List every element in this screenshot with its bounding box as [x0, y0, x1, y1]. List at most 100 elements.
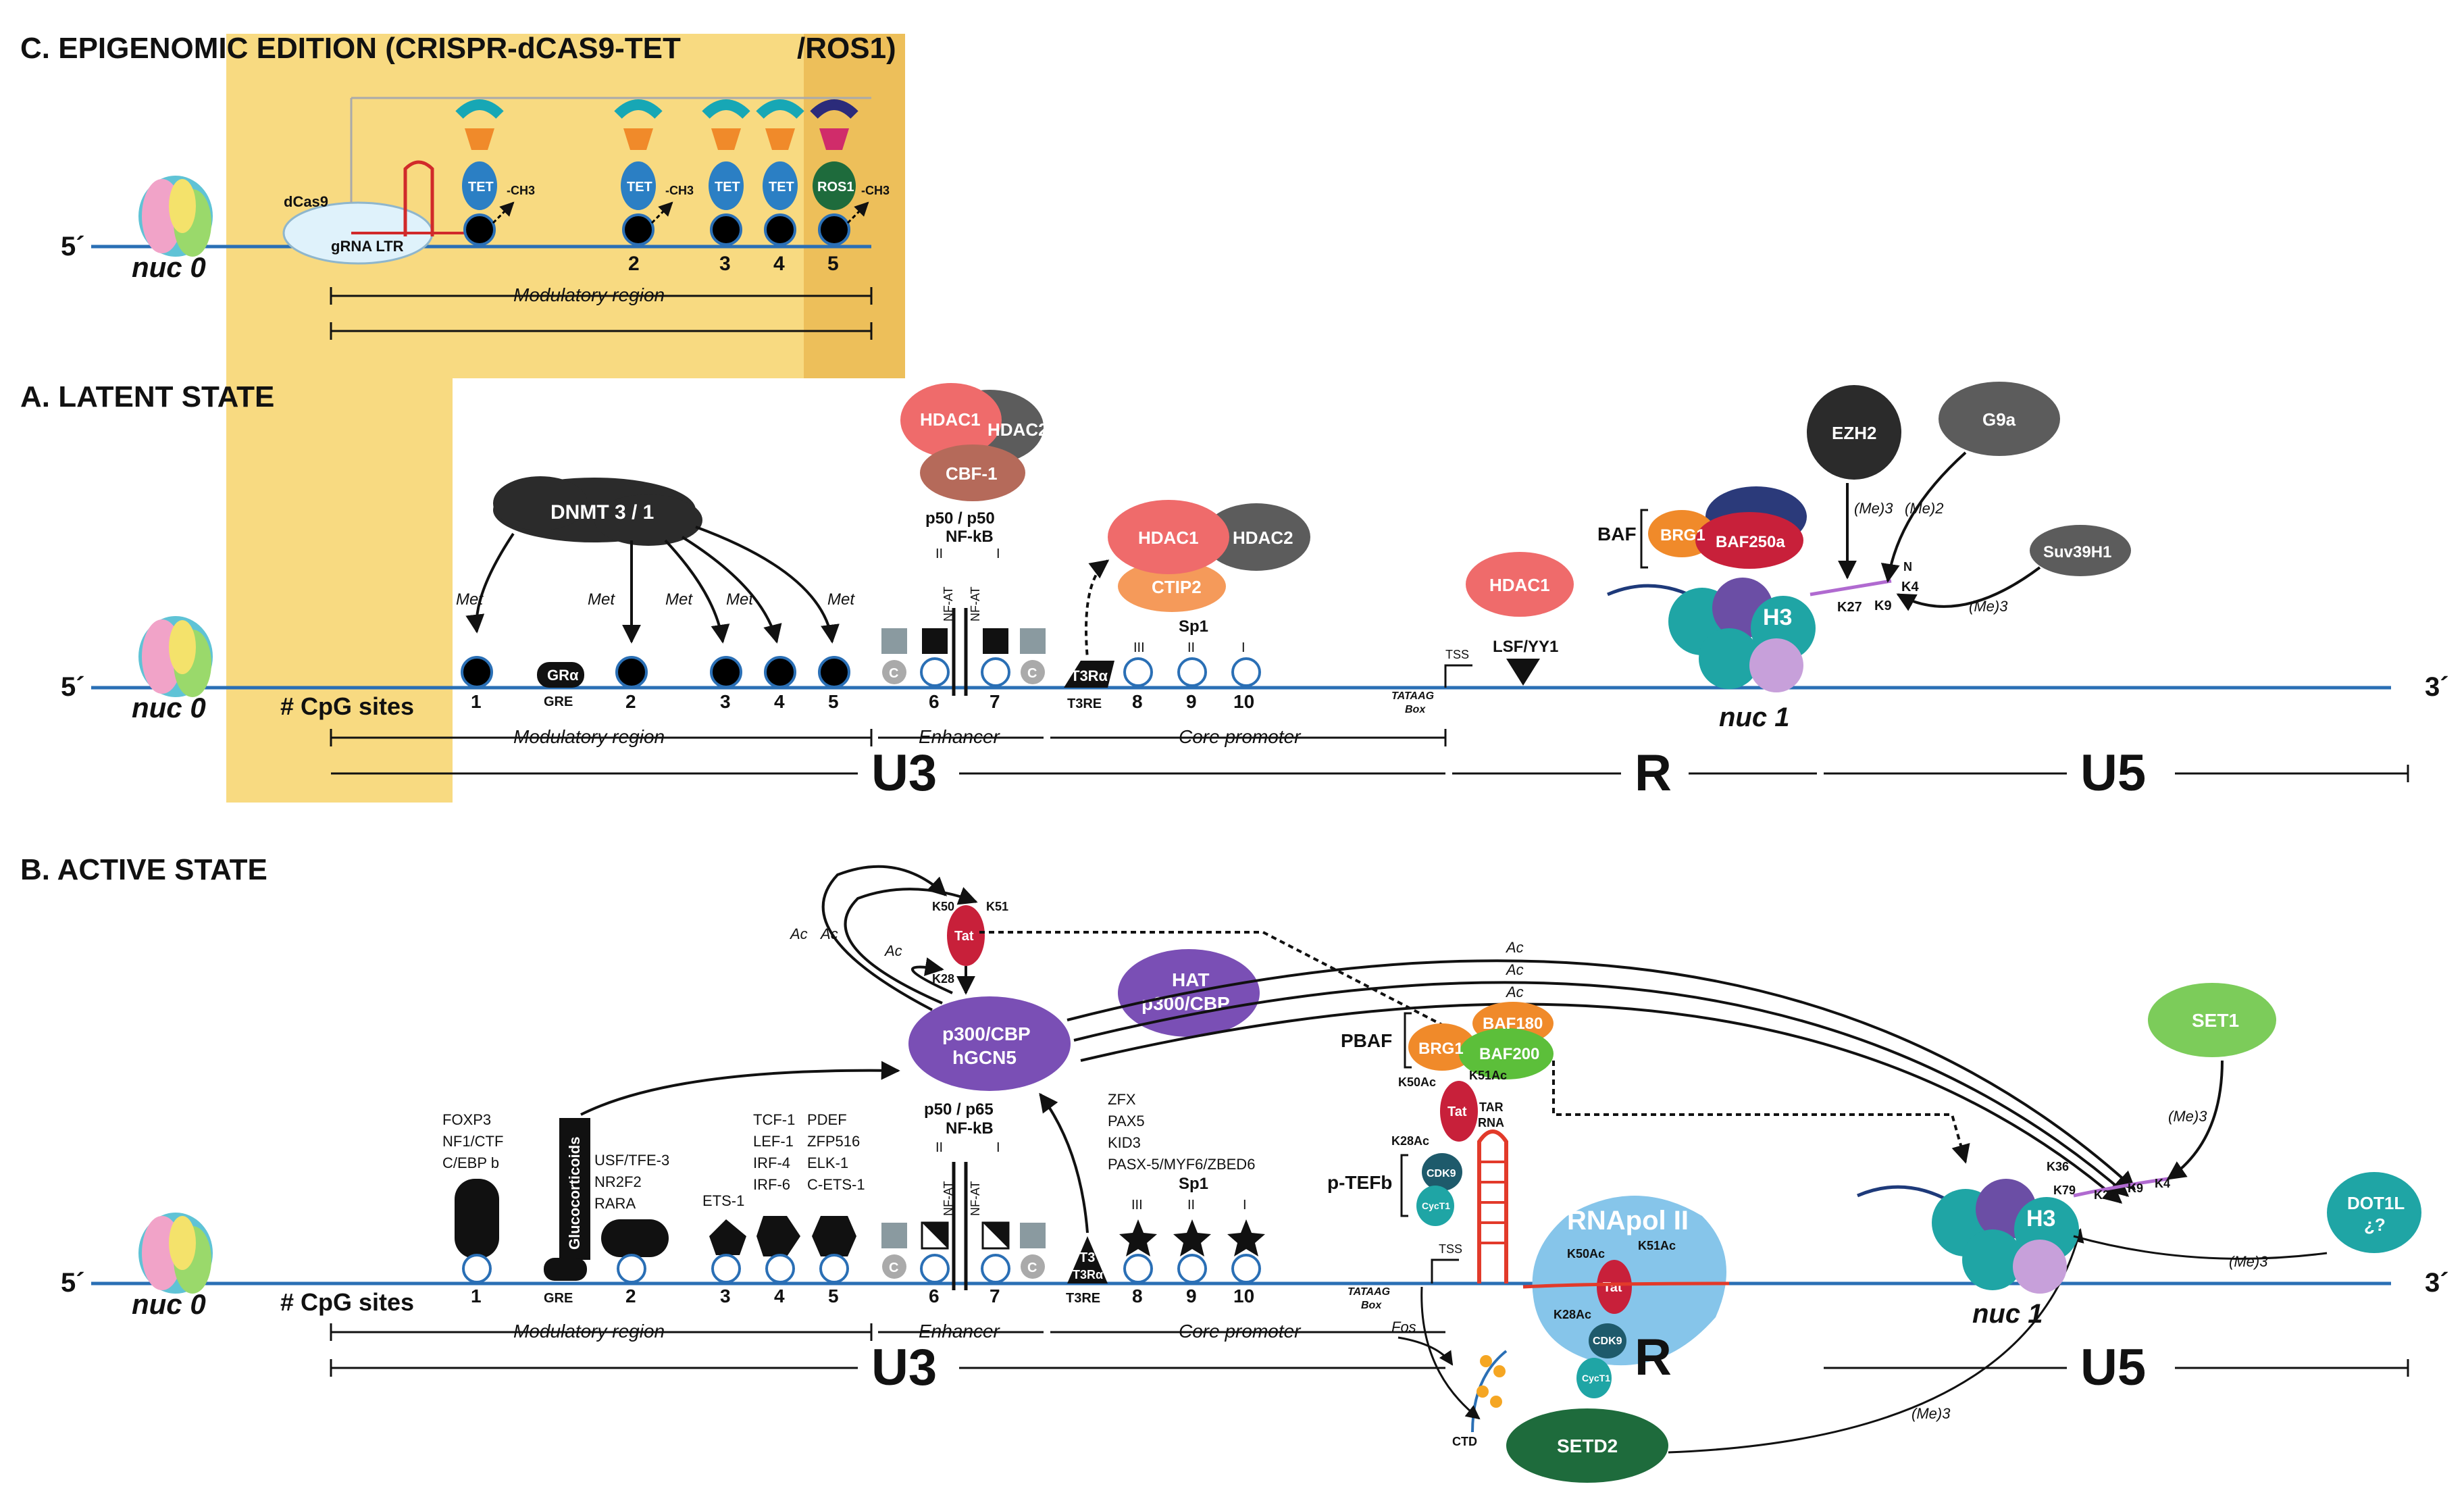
svg-text:K9: K9 — [2128, 1181, 2143, 1195]
svg-text:5: 5 — [828, 1286, 839, 1306]
svg-text:(Me)3: (Me)3 — [2168, 1108, 2207, 1125]
tss-arrow-a — [1444, 664, 1472, 688]
cpg-site-b-2 — [617, 1254, 646, 1283]
ac-arrow-nuc1-1 — [1067, 959, 2136, 1190]
panel-c-title-suffix: /ROS1) — [797, 32, 896, 65]
usf-binding-factor — [601, 1219, 669, 1257]
nucleosome-nuc0-b — [138, 1213, 213, 1294]
foxp3-binding-factor — [455, 1179, 499, 1258]
hdac-ctip2-complex: HDAC1 HDAC2 CTIP2 — [1108, 500, 1310, 612]
svg-text:Box: Box — [1361, 1300, 1382, 1311]
svg-text:BAF: BAF — [1597, 524, 1637, 544]
panel-c: 5´ nuc 0 dCas9 gRNA LTR TET -CH3 TET -CH… — [61, 97, 890, 340]
svg-text:G9a: G9a — [1982, 409, 2016, 430]
nucleosome-nuc1-a: H3 — [1607, 578, 1816, 692]
svg-text:III: III — [1133, 640, 1145, 655]
cpg-site-2-methylated — [615, 656, 648, 688]
svg-text:(Me)3: (Me)3 — [1854, 500, 1893, 517]
svg-text:HDAC1: HDAC1 — [1489, 575, 1550, 595]
svg-text:K36: K36 — [2047, 1160, 2069, 1173]
svg-text:p50 / p50: p50 / p50 — [925, 509, 995, 528]
svg-text:hGCN5: hGCN5 — [952, 1047, 1017, 1068]
cpg-site-9 — [1177, 657, 1207, 687]
grna-hairpin — [403, 160, 434, 236]
svg-text:BRG1: BRG1 — [1418, 1040, 1464, 1058]
svg-text:PBAF: PBAF — [1341, 1030, 1392, 1051]
cpg-sites-label-b: # CpG sites — [280, 1288, 414, 1316]
ezh2-complex: EZH2 — [1807, 385, 1901, 480]
met-arrow-4 — [681, 536, 782, 644]
svg-text:CBF-1: CBF-1 — [946, 463, 998, 484]
cpg-site-3-methylated — [710, 656, 742, 688]
ctip2-dashed-arrow — [1085, 559, 1110, 659]
hat-p300-cbp-complex: HAT p300/CBP — [1118, 949, 1260, 1037]
svg-text:T3Rα: T3Rα — [1073, 1268, 1103, 1281]
svg-text:8: 8 — [1132, 691, 1143, 712]
panel-c-title: C. EPIGENOMIC EDITION (CRISPR-dCAS9-TET — [20, 32, 681, 65]
met-arrow-1 — [465, 532, 515, 634]
svg-text:p300/CBP: p300/CBP — [942, 1023, 1031, 1044]
svg-text:LEF-1: LEF-1 — [753, 1133, 794, 1150]
svg-text:¿?: ¿? — [2364, 1215, 2386, 1235]
svg-text:IRF-4: IRF-4 — [753, 1154, 790, 1171]
panel-b-title: B. ACTIVE STATE — [20, 853, 267, 886]
svg-text:II: II — [1187, 1198, 1195, 1213]
setd2-complex: SETD2 — [1506, 1408, 1668, 1483]
nuc0-label-b: nuc 0 — [132, 1288, 206, 1320]
tet-effector-1: TET -CH3 — [455, 99, 535, 246]
gra-receptor-a — [537, 662, 584, 688]
svg-text:K4: K4 — [1901, 580, 1919, 594]
svg-text:Sp1: Sp1 — [1179, 617, 1208, 636]
cpg-site-b-7 — [981, 1254, 1010, 1283]
set1-complex: SET1 — [2148, 983, 2276, 1057]
svg-text:TET: TET — [769, 180, 794, 195]
svg-text:K79: K79 — [2053, 1184, 2076, 1197]
met-arrow-5 — [695, 526, 840, 644]
rnapol-ii-complex: RNApol II Tat CDK9 CycT1 — [1532, 1196, 1726, 1398]
svg-text:Tat: Tat — [1603, 1280, 1622, 1295]
svg-text:(Me)3: (Me)3 — [2229, 1253, 2268, 1270]
svg-text:PAX5: PAX5 — [1108, 1113, 1145, 1129]
svg-text:p-TEFb: p-TEFb — [1327, 1172, 1392, 1193]
svg-text:4: 4 — [773, 253, 785, 275]
svg-text:PASX-5/MYF6/ZBED6: PASX-5/MYF6/ZBED6 — [1108, 1156, 1255, 1173]
svg-text:ZFX: ZFX — [1108, 1091, 1136, 1108]
svg-text:I: I — [996, 1140, 1000, 1155]
svg-text:HAT: HAT — [1172, 969, 1209, 990]
svg-text:Met: Met — [726, 590, 754, 609]
svg-text:SET1: SET1 — [2192, 1010, 2239, 1031]
svg-text:TCF-1: TCF-1 — [753, 1111, 795, 1128]
svg-text:Ac: Ac — [883, 942, 902, 959]
svg-text:1: 1 — [471, 691, 482, 712]
svg-text:(Me)2: (Me)2 — [1905, 500, 1943, 517]
cpg-sites-label-a: # CpG sites — [280, 692, 414, 720]
svg-text:Tat: Tat — [1447, 1104, 1467, 1119]
svg-text:C: C — [1027, 666, 1037, 681]
cpg-site-b-10 — [1231, 1254, 1261, 1283]
svg-text:4: 4 — [774, 1286, 785, 1306]
svg-text:C: C — [889, 1261, 898, 1275]
sp1-star-iii — [1119, 1219, 1157, 1256]
svg-text:II: II — [935, 1140, 943, 1155]
cpg-site-b-8 — [1123, 1254, 1153, 1283]
modulatory-label-b: Modulatory region — [513, 1321, 665, 1342]
svg-text:Suv39H1: Suv39H1 — [2043, 543, 2111, 561]
enhancer-label-a: Enhancer — [919, 726, 1001, 747]
nucleosome-nuc1-b: H3 — [1857, 1179, 2079, 1294]
svg-text:TSS: TSS — [1445, 648, 1469, 661]
svg-text:RNA: RNA — [1478, 1116, 1504, 1129]
svg-text:-CH3: -CH3 — [861, 184, 890, 197]
svg-text:HDAC1: HDAC1 — [920, 409, 981, 430]
modulatory-label-a: Modulatory region — [513, 726, 665, 747]
cpg-site-b-1 — [462, 1254, 492, 1283]
pbaf-dashed-arrow — [1552, 1061, 1970, 1164]
svg-text:Ac: Ac — [819, 925, 838, 942]
lsf-triangle — [1506, 659, 1540, 686]
svg-text:Met: Met — [456, 590, 484, 609]
dnmt-complex: DNMT 3 / 1 — [493, 476, 702, 546]
ac-arrow-1 — [821, 865, 948, 1011]
svg-text:5: 5 — [827, 253, 839, 275]
svg-text:NF1/CTF: NF1/CTF — [442, 1133, 503, 1150]
ac-arrow-nuc1-2 — [1073, 981, 2130, 1197]
svg-text:K51Ac: K51Ac — [1469, 1069, 1507, 1082]
